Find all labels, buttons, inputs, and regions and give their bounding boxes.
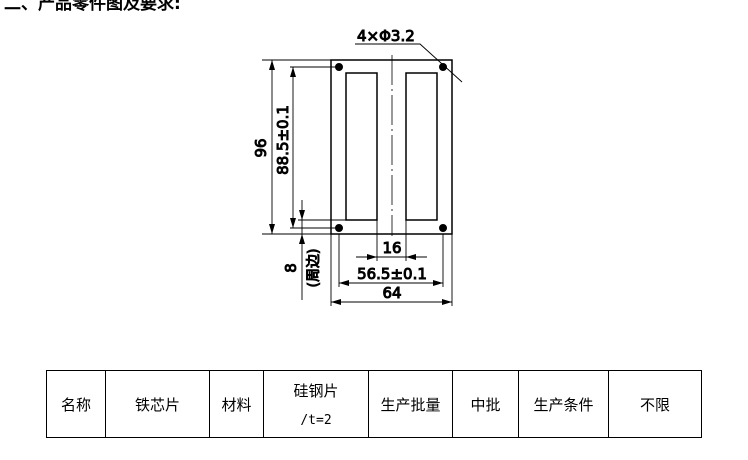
label-name: 名称 <box>46 370 106 438</box>
dim-width: 64 <box>382 284 401 302</box>
table-row: 名称 铁芯片 材料 硅钢片/t=2 生产批量 中批 生产条件 不限 <box>46 370 702 438</box>
dim-gap: 16 <box>382 239 401 257</box>
material-thickness: /t=2 <box>300 413 332 428</box>
mounting-holes <box>335 63 447 232</box>
arrowheads <box>269 60 452 305</box>
value-material: 硅钢片/t=2 <box>263 370 369 438</box>
label-material: 材料 <box>209 370 264 438</box>
material-name: 硅钢片 <box>293 382 339 400</box>
dim-hole-height: 88.5±0.1 <box>274 105 292 175</box>
dimension-lines <box>262 43 463 306</box>
core-outline <box>330 59 453 235</box>
dim-height: 96 <box>252 138 270 157</box>
label-conditions: 生产条件 <box>518 370 609 438</box>
hole-label: 4×Φ3.2 <box>357 27 415 45</box>
dim-edge: 8 <box>282 263 300 273</box>
part-drawing: 4×Φ3.2 96 88.5±0.1 8 (周边) 16 56.5±0.1 64 <box>252 27 463 306</box>
value-conditions: 不限 <box>608 370 702 438</box>
label-batch: 生产批量 <box>368 370 453 438</box>
value-batch: 中批 <box>452 370 519 438</box>
right-slot <box>405 72 438 221</box>
value-name: 铁芯片 <box>105 370 210 438</box>
dim-edge-note: (周边) <box>306 249 322 288</box>
part-info-table: 名称 铁芯片 材料 硅钢片/t=2 生产批量 中批 生产条件 不限 <box>46 370 702 438</box>
dim-hole-width: 56.5±0.1 <box>357 265 427 283</box>
left-slot <box>345 72 378 221</box>
section-heading: 二、产品零件图及要求: <box>4 0 181 14</box>
